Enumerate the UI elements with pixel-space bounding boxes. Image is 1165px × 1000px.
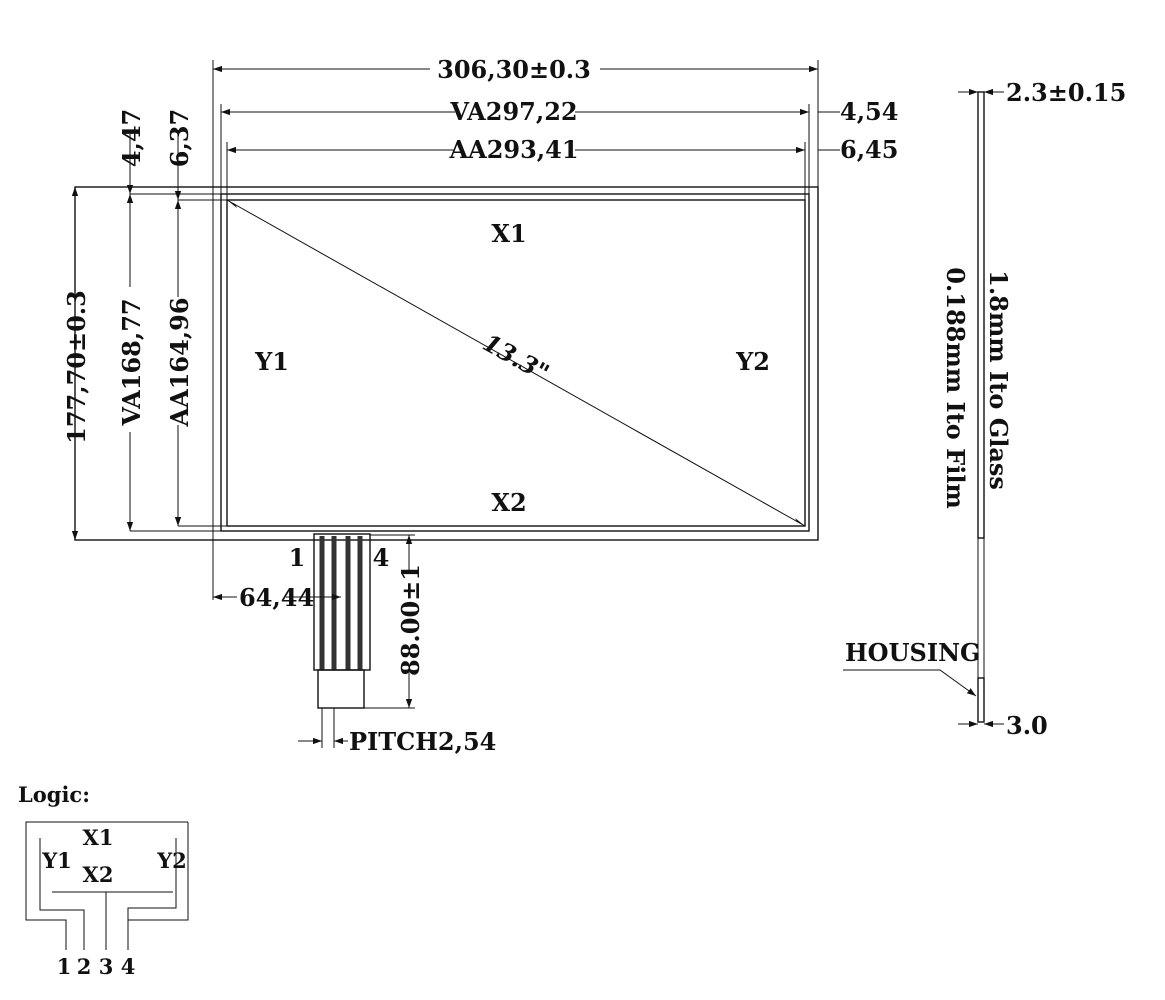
side-housing: [977, 677, 985, 723]
top-dimensions: 306,30±0.3 VA297,22 4,54 AA293,41 6,45: [212, 55, 898, 600]
housing-dim-label: 3.0: [1006, 711, 1048, 740]
diagonal-size-label: 13.3": [478, 328, 554, 388]
glass-layer: [977, 91, 985, 539]
viewing-area-outline: [220, 193, 810, 532]
connector-housing: [317, 669, 365, 709]
right-va-offset-label: 4,54: [840, 97, 898, 126]
aa-width-label: AA293,41: [448, 135, 578, 164]
active-area-outline: [226, 199, 806, 527]
logic-title: Logic:: [18, 782, 90, 807]
front-view: [74, 186, 819, 541]
side-view: 2.3±0.15 1.8mm Ito Glass 0.188mm Ito Fil…: [843, 78, 1126, 740]
y2-label: Y2: [735, 347, 770, 376]
overall-width-label: 306,30±0.3: [437, 55, 591, 84]
top-aa-offset-label: 6,37: [165, 109, 194, 167]
logic-x2: X2: [83, 862, 114, 887]
tail-offset-label: 64,44: [239, 583, 314, 612]
fpc-tail: 1 4 64,44 88.00±1 PITCH2,54: [213, 533, 496, 756]
right-aa-offset-label: 6,45: [840, 135, 898, 164]
logic-pin-4: 4: [121, 954, 136, 979]
pin-1-label: 1: [289, 543, 306, 572]
logic-pin-1: 1: [57, 954, 72, 979]
va-height-label: VA168,77: [117, 298, 146, 426]
panel-outline: [74, 186, 819, 541]
y1-label: Y1: [254, 347, 289, 376]
logic-pin-3: 3: [99, 954, 114, 979]
logic-pin-2: 2: [77, 954, 92, 979]
overall-height-label: 177,70±0.3: [62, 290, 91, 444]
pin-4-label: 4: [373, 543, 390, 572]
aa-height-label: AA164,96: [165, 297, 194, 427]
thickness-label: 2.3±0.15: [1006, 78, 1126, 107]
logic-x1: X1: [83, 825, 114, 850]
x2-label: X2: [491, 488, 526, 517]
glass-label: 1.8mm Ito Glass: [984, 270, 1013, 490]
housing-label: HOUSING: [845, 638, 981, 667]
logic-y2: Y2: [156, 848, 187, 873]
va-width-label: VA297,22: [449, 97, 577, 126]
tail-length-label: 88.00±1: [396, 564, 425, 676]
x1-label: X1: [491, 219, 526, 248]
logic-diagram: Logic: X1 X2 Y1 Y2 1 2 3 4: [18, 782, 189, 979]
logic-y1: Y1: [41, 848, 72, 873]
top-va-offset-label: 4,47: [117, 109, 146, 167]
pitch-label: PITCH2,54: [349, 727, 496, 756]
diagonal-line: [226, 199, 806, 527]
film-label: 0.188mm Ito Film: [941, 267, 970, 509]
left-dimensions: 177,70±0.3 VA168,77 AA164,96 4,47 6,37: [62, 109, 227, 541]
